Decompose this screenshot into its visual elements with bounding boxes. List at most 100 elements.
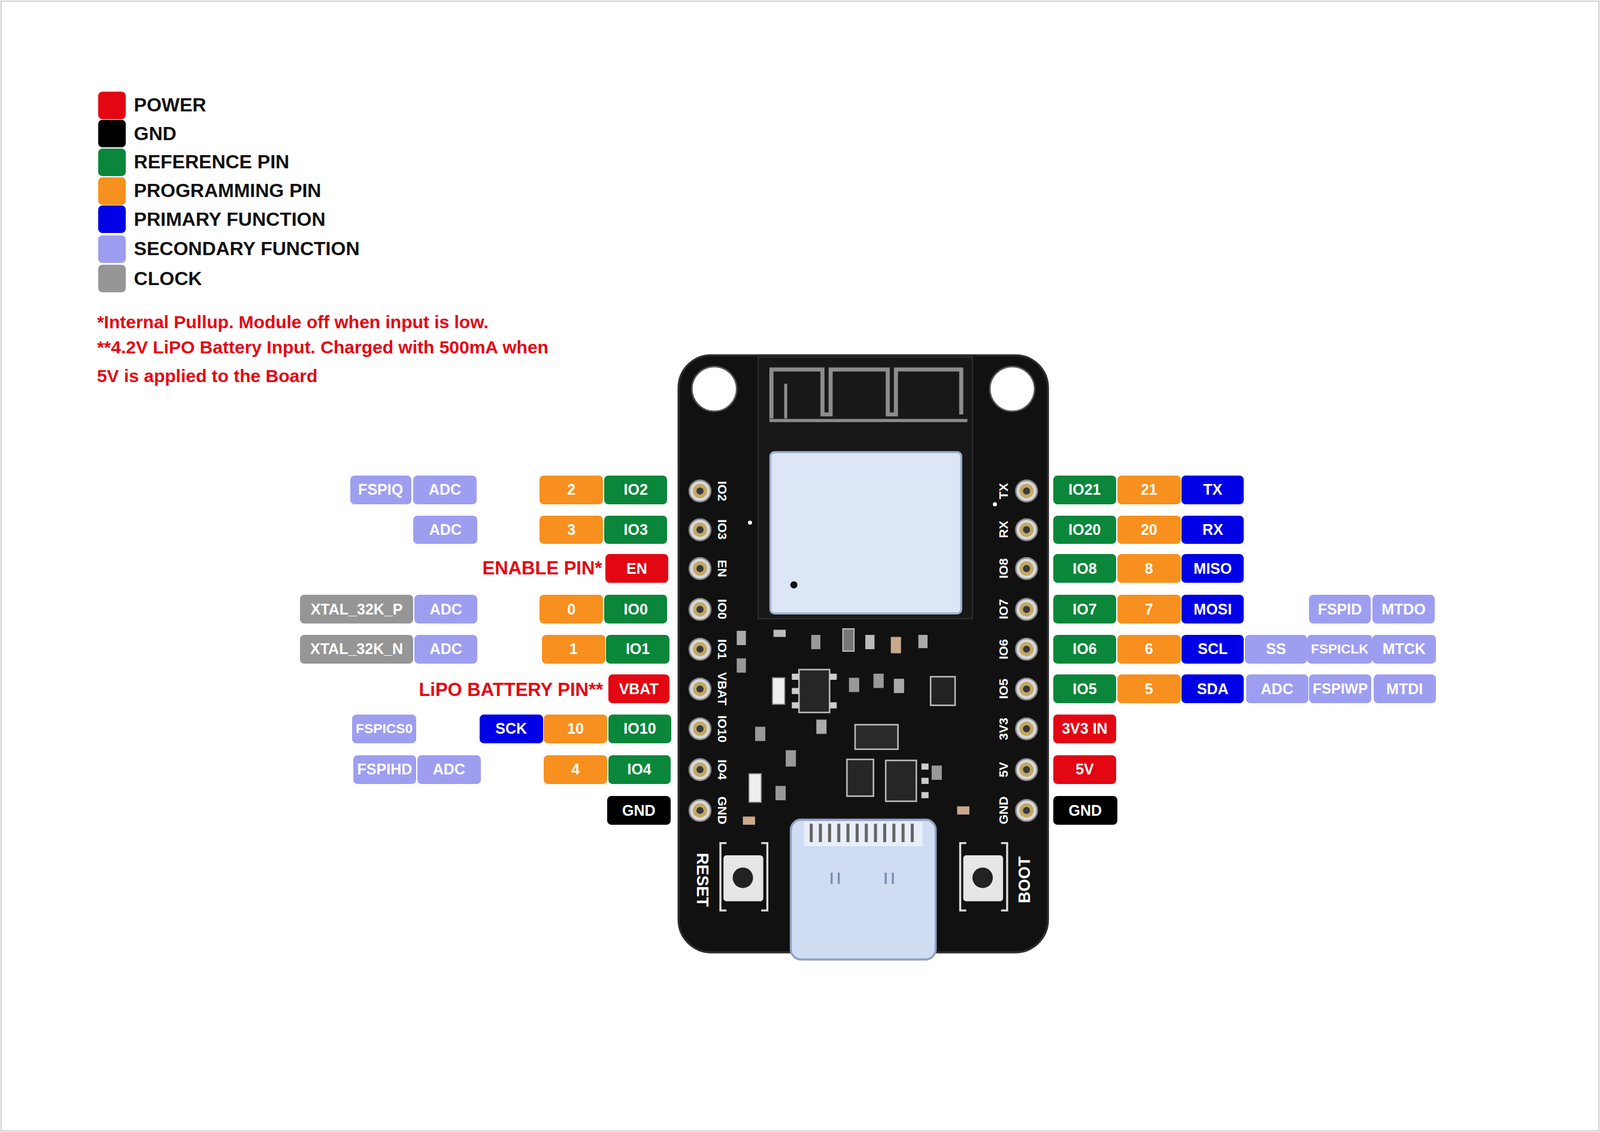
pin-label: MISO <box>1193 561 1232 577</box>
pin-pad <box>1015 480 1038 502</box>
pin-label: ADC <box>429 522 462 538</box>
pin-label: SCK <box>495 720 527 736</box>
primary-function: MOSI <box>1181 594 1244 624</box>
pin-pad <box>689 557 711 580</box>
pin-label: MTDI <box>1386 681 1423 697</box>
pin-label: ADC <box>429 641 463 657</box>
silkscreen-label: VBAT <box>716 671 729 706</box>
resistor <box>865 634 875 650</box>
button-outline <box>720 843 768 911</box>
pin-pad <box>1015 799 1038 821</box>
pin-label: GND <box>1068 802 1103 818</box>
programming-number: 8 <box>1117 553 1181 583</box>
pin-label: ADC <box>1261 681 1294 697</box>
legend-text: PRIMARY FUNCTION <box>134 208 326 231</box>
pin-label: 8 <box>1144 561 1154 577</box>
secondary-function: ADC <box>413 515 478 545</box>
secondary-function: ADC <box>414 594 478 624</box>
resistor <box>775 785 786 800</box>
power-pin: 5V <box>1053 755 1117 784</box>
antenna-trace <box>771 369 962 419</box>
legend-text: CLOCK <box>134 267 203 290</box>
primary-function: MISO <box>1181 553 1244 583</box>
chip-lead <box>829 701 837 708</box>
programming-number: 2 <box>539 475 603 505</box>
legend-swatch <box>98 119 126 148</box>
pin-label: IO4 <box>626 761 651 777</box>
legend-swatch <box>98 264 126 293</box>
pin-label: XTAL_32K_N <box>310 641 403 657</box>
silkscreen-label: IO5 <box>997 678 1010 699</box>
resistor <box>773 629 786 638</box>
pin-label: MTDO <box>1381 601 1426 617</box>
silk-dot <box>747 520 753 525</box>
gpio-reference: IO5 <box>1053 674 1117 703</box>
pin-label: 1 <box>569 641 578 657</box>
pin-pad <box>689 717 711 740</box>
chip-lead <box>921 791 929 798</box>
pin-label: RX <box>1202 522 1224 538</box>
pin-label: 20 <box>1140 522 1158 538</box>
resistor <box>918 634 928 648</box>
pin-label: IO5 <box>1072 681 1097 697</box>
resistor <box>785 750 796 767</box>
ground-pin: GND <box>607 795 671 825</box>
programming-number: 6 <box>1117 634 1181 664</box>
usb-c-mouth <box>804 821 923 847</box>
transistor <box>846 759 874 796</box>
pin-label: MOSI <box>1193 601 1232 617</box>
mounting-hole <box>989 366 1035 412</box>
pin-pad <box>1015 638 1038 660</box>
legend-row: PROGRAMMING PIN <box>98 177 322 205</box>
capacitor <box>956 805 969 815</box>
pin-pad <box>1015 677 1038 700</box>
pin-label: 2 <box>567 482 576 498</box>
secondary-function: MTDI <box>1373 674 1436 703</box>
silkscreen-label: IO4 <box>716 759 729 780</box>
clock-function: XTAL_32K_N <box>300 634 414 664</box>
pin-label: IO0 <box>623 601 648 617</box>
power-pin: EN <box>605 553 669 583</box>
legend-swatch <box>98 91 126 120</box>
programming-number: 21 <box>1117 475 1181 505</box>
ground-pin: GND <box>1053 795 1118 825</box>
resistor <box>894 678 905 693</box>
silkscreen-label: IO1 <box>716 638 729 660</box>
button-label: BOOT <box>1016 856 1033 903</box>
silk-dot <box>992 501 998 506</box>
silkscreen-label: IO10 <box>716 714 729 743</box>
pin1-dot <box>790 581 798 589</box>
pin-label: 6 <box>1144 641 1154 657</box>
resistor <box>931 765 942 780</box>
led <box>749 773 762 803</box>
reset-button <box>723 855 763 902</box>
pin-pad <box>689 638 711 660</box>
pin-label: IO8 <box>1072 561 1097 577</box>
chip-lead <box>921 777 929 784</box>
silkscreen-label: IO3 <box>716 519 729 540</box>
pin-label: 3V3 IN <box>1061 720 1108 736</box>
secondary-function: SS <box>1244 634 1308 664</box>
components <box>736 628 970 825</box>
boot-button <box>963 855 1003 902</box>
secondary-function: ADC <box>1246 674 1309 703</box>
pin-label: VBAT <box>619 681 659 697</box>
secondary-function: FSPIQ <box>350 475 412 505</box>
pin-label: 0 <box>567 601 576 617</box>
secondary-function: ADC <box>413 475 477 505</box>
pin-label: FSPICS0 <box>355 721 413 736</box>
programming-number: 20 <box>1117 515 1181 545</box>
pin-label: FSPICLK <box>1310 642 1369 657</box>
legend-row: PRIMARY FUNCTION <box>98 205 326 233</box>
secondary-function: ADC <box>414 634 478 664</box>
pin-label: XTAL_32K_P <box>310 601 403 617</box>
silkscreen-label: TX <box>997 482 1010 499</box>
usb-c-connector <box>791 819 936 959</box>
capacitor <box>743 816 756 825</box>
legend-swatch <box>98 205 126 233</box>
gpio-reference: IO10 <box>608 714 672 744</box>
pin-label: FSPIQ <box>358 482 403 498</box>
pin-pad <box>1015 717 1038 740</box>
primary-function: RX <box>1181 515 1244 545</box>
legend-swatch <box>98 235 126 263</box>
